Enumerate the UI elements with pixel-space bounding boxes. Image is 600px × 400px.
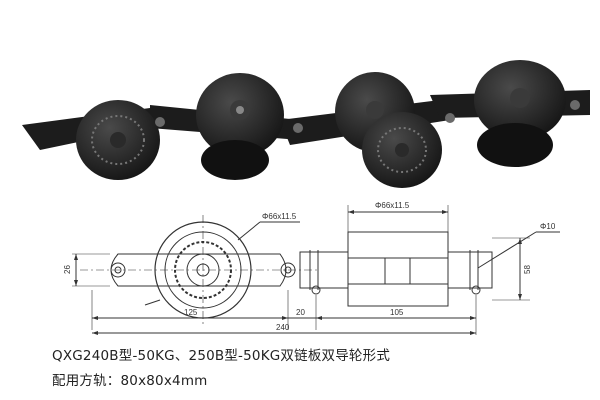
chain-pins (155, 100, 580, 133)
track-spec-caption: 配用方轨：80x80x4mm (52, 373, 208, 389)
roller-axle (196, 263, 210, 277)
chain-photo (22, 60, 590, 188)
roller-wheel (201, 140, 269, 180)
roller-hub (186, 253, 220, 287)
product-model-caption: QXG240B型-50KG、250B型-50KG双链板双导轮形式 (52, 348, 391, 364)
dim-roller-left: Φ66x11.5 (262, 212, 297, 221)
roller-rim (164, 231, 242, 309)
roller-wheel (76, 100, 160, 180)
axle-section (347, 257, 449, 285)
roller-top-section (347, 231, 449, 259)
roller-wheel (477, 123, 553, 167)
dim-height-left: 26 (63, 265, 72, 274)
dim-125: 125 (184, 308, 198, 317)
dim-20: 20 (296, 308, 305, 317)
link-plate-outline (110, 253, 287, 287)
roller-wheel (474, 60, 566, 140)
dim-240: 240 (276, 323, 290, 332)
dim-roller-top: Φ66x11.5 (375, 201, 410, 210)
pin-hole-right (280, 262, 296, 278)
roller-wheel (362, 112, 442, 188)
side-plate-right (447, 251, 493, 289)
dim-height-right: 58 (523, 265, 532, 274)
pin-hole-right-inner (284, 266, 292, 274)
side-plate-left (299, 251, 349, 289)
roller-bottom-section (347, 283, 449, 307)
roller-outer (154, 221, 252, 319)
roller-bearing (174, 241, 232, 299)
dim-pin: Φ10 (540, 222, 556, 231)
dim-105: 105 (390, 308, 404, 317)
pin-hole-left (110, 262, 126, 278)
pin-hole-left-inner (114, 266, 122, 274)
roller-wheel (196, 73, 284, 157)
